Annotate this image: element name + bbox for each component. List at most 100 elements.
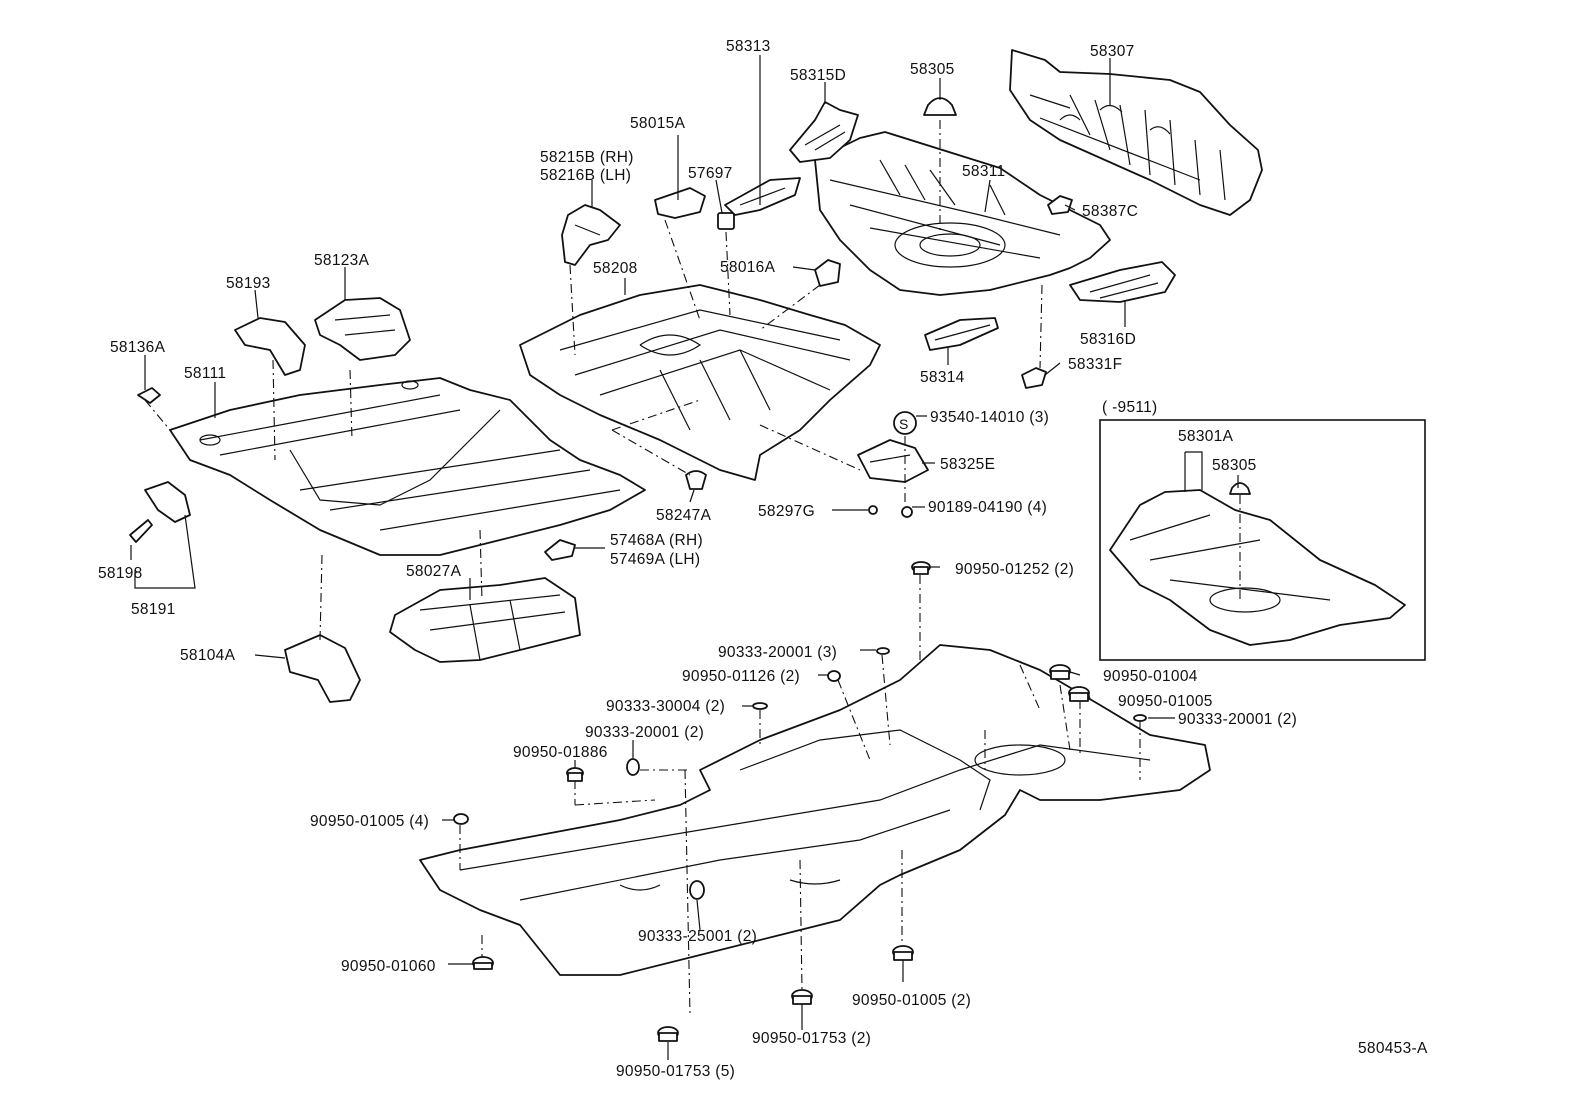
label-58104A: 58104A (180, 647, 236, 664)
part-58191-bracket[interactable] (144, 481, 191, 523)
part-58315D-bracket[interactable] (789, 101, 859, 163)
plug-90950-01005-a[interactable] (1068, 686, 1090, 702)
part-58247A-clip[interactable] (685, 470, 707, 490)
plug-90950-01005-2[interactable] (892, 945, 914, 961)
part-58314-panel[interactable] (924, 317, 999, 351)
plug-90333-20001-2b[interactable] (1133, 714, 1147, 722)
part-93540-14010-screw[interactable]: S (893, 411, 917, 505)
label-58198: 58198 (98, 565, 143, 582)
part-58387C-bracket[interactable] (1047, 195, 1073, 215)
label-58123A: 58123A (314, 252, 370, 269)
plug-90333-30004[interactable] (752, 702, 768, 710)
label-90333-30004: 90333-30004 (2) (606, 698, 725, 715)
part-58305-clip-inset[interactable] (1229, 482, 1251, 495)
label-57697: 57697 (688, 165, 733, 182)
label-90333-25001: 90333-25001 (2) (638, 928, 757, 945)
label-90333-20001-3: 90333-20001 (3) (718, 644, 837, 661)
label-58325E: 58325E (940, 456, 995, 473)
part-58307-rear-panel[interactable] (1009, 49, 1263, 216)
part-90189-04190-nut[interactable] (901, 506, 913, 518)
plug-90950-01060[interactable] (472, 956, 494, 970)
part-58198-bolt[interactable] (129, 519, 153, 543)
label-90333-20001-2a: 90333-20001 (2) (585, 724, 704, 741)
part-58316D-panel[interactable] (1069, 261, 1176, 303)
label-58305-inset: 58305 (1212, 457, 1257, 474)
part-58104A-bracket[interactable] (284, 634, 361, 703)
part-57468A-bracket[interactable] (544, 539, 576, 561)
label-58027A: 58027A (406, 563, 462, 580)
plug-90333-20001-3[interactable] (876, 647, 890, 655)
part-58193-bracket[interactable] (234, 317, 306, 376)
label-58015A: 58015A (630, 115, 686, 132)
label-58311: 58311 (962, 163, 1005, 180)
label-58216B: 58216B (LH) (540, 167, 631, 184)
label-90950-01753-2: 90950-01753 (2) (752, 1030, 871, 1047)
plug-90950-01753-2[interactable] (791, 989, 813, 1005)
label-90189-04190: 90189-04190 (4) (928, 499, 1047, 516)
plug-90333-20001-2a[interactable] (626, 758, 640, 776)
label-90950-01252: 90950-01252 (2) (955, 561, 1074, 578)
label-58301A: 58301A (1178, 428, 1234, 445)
part-58111-front-floor[interactable] (169, 377, 646, 556)
label-58331F: 58331F (1068, 356, 1122, 373)
label-90950-01886: 90950-01886 (513, 744, 608, 761)
part-58331F-bracket[interactable] (1021, 284, 1047, 389)
part-58313-reinforcement[interactable] (724, 177, 801, 216)
label-58307: 58307 (1090, 43, 1135, 60)
part-58123A-bracket[interactable] (314, 297, 411, 361)
inset-box (1099, 419, 1426, 661)
label-90950-01005-4: 90950-01005 (4) (310, 813, 429, 830)
diagram-code: 580453-A (1358, 1040, 1428, 1057)
label-57468A: 57468A (RH) (610, 532, 703, 549)
part-58136A-clip[interactable] (137, 387, 161, 404)
label-57469A: 57469A (LH) (610, 551, 700, 568)
part-58325E-cover[interactable] (857, 439, 929, 483)
label-58136A: 58136A (110, 339, 166, 356)
plug-90950-01126[interactable] (827, 670, 841, 682)
part-58027A-reinforcement[interactable] (389, 577, 581, 663)
label-90950-01753-5: 90950-01753 (5) (616, 1063, 735, 1080)
label-58314: 58314 (920, 369, 965, 386)
label-90950-01005-2: 90950-01005 (2) (852, 992, 971, 1009)
plug-90950-01005-4[interactable] (453, 813, 469, 825)
label-58297G: 58297G (758, 503, 815, 520)
plug-90950-01753-5[interactable] (657, 1026, 679, 1042)
part-57697-clip[interactable] (717, 212, 735, 316)
label-90333-20001-2b: 90333-20001 (2) (1178, 711, 1297, 728)
label-58305: 58305 (910, 61, 955, 78)
label-93540-14010: 93540-14010 (3) (930, 409, 1049, 426)
plug-90333-25001[interactable] (689, 880, 705, 900)
part-58016A-bracket[interactable] (814, 259, 841, 287)
label-inset-range: ( -9511) (1102, 399, 1158, 416)
label-90950-01126: 90950-01126 (2) (682, 668, 800, 685)
part-58297G-bolt[interactable] (868, 505, 878, 515)
plug-90950-01886[interactable] (566, 767, 584, 782)
label-58215B: 58215B (RH) (540, 149, 634, 166)
part-58311-rear-floor-pan[interactable] (814, 131, 1111, 296)
label-58191: 58191 (131, 601, 176, 618)
label-58208: 58208 (593, 260, 638, 277)
label-58193: 58193 (226, 275, 271, 292)
assembly-lines (144, 219, 1141, 1016)
label-90950-01004: 90950-01004 (1103, 668, 1198, 685)
plug-90950-01252[interactable] (911, 561, 931, 575)
part-58305-clip[interactable] (923, 97, 957, 235)
plug-90950-01004[interactable] (1049, 664, 1071, 680)
part-58215B-bracket[interactable] (561, 204, 621, 266)
callout-labels: 58313 58315D 58305 58307 58015A 58215B (… (98, 38, 1428, 1080)
label-58247A: 58247A (656, 507, 712, 524)
leader-lines (130, 55, 1239, 1060)
part-58208-center-floor[interactable] (519, 284, 881, 481)
label-58111: 58111 (184, 365, 226, 382)
label-58316D: 58316D (1080, 331, 1136, 348)
label-90950-01060: 90950-01060 (341, 958, 436, 975)
fasteners (453, 561, 1147, 1042)
part-58301A-rear-floor-pan[interactable] (1109, 489, 1406, 646)
svg-text:S: S (899, 416, 909, 432)
part-under-floor-shield[interactable] (419, 644, 1211, 976)
label-58315D: 58315D (790, 67, 846, 84)
label-58387C: 58387C (1082, 203, 1138, 220)
label-58016A: 58016A (720, 259, 776, 276)
part-58015A-bracket[interactable] (654, 187, 706, 219)
